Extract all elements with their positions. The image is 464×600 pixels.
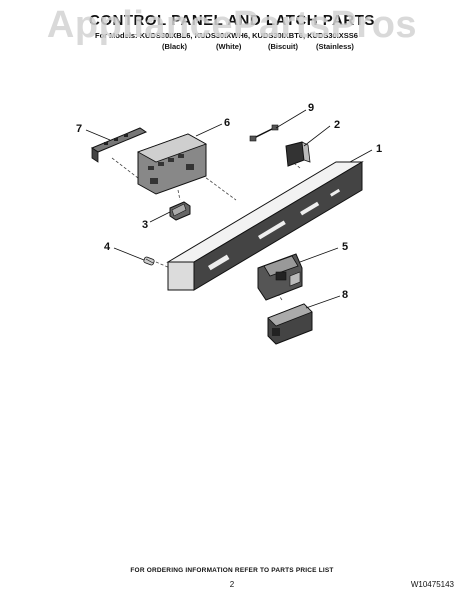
callout-4: 4 (104, 241, 111, 253)
part-ui-board (137, 133, 207, 195)
page-number: 2 (229, 580, 235, 589)
color-label-stainless: (Stainless) (316, 42, 354, 51)
document-number: W10475143 (410, 580, 454, 589)
part-screw (143, 256, 155, 266)
leader-3 (149, 211, 171, 223)
callout-8: 8 (342, 289, 348, 301)
leader-1 (349, 149, 373, 163)
callout-9: 9 (308, 102, 314, 114)
callout-3: 3 (142, 219, 148, 231)
callout-1: 1 (376, 143, 382, 155)
leader-5 (299, 247, 339, 263)
models-line: For Models: KUDS30IXBL6, KUDS30IXWH6, KU… (95, 31, 358, 40)
callout-6: 6 (224, 117, 230, 129)
assembly-line-5 (271, 284, 283, 301)
leader-lines (85, 109, 373, 309)
part-wire-harness (249, 124, 279, 142)
part-bracket (285, 141, 311, 167)
part-clip (169, 201, 191, 221)
part-latch (257, 253, 303, 301)
color-label-white: (White) (216, 42, 242, 51)
part-latch-housing (267, 303, 313, 345)
model-colors: (Black) (White) (Biscuit) (Stainless) (0, 42, 464, 54)
part-control-panel (166, 161, 364, 291)
callout-7: 7 (76, 123, 82, 135)
assembly-line-7 (111, 157, 139, 179)
color-label-biscuit: (Biscuit) (268, 42, 298, 51)
leader-6 (195, 123, 223, 137)
color-label-black: (Black) (162, 42, 188, 51)
watermark: AppliancePartsPros (46, 4, 418, 46)
ordering-note: FOR ORDERING INFORMATION REFER TO PARTS … (130, 567, 334, 574)
part-control-board (90, 127, 148, 163)
callout-5: 5 (342, 241, 348, 253)
leader-8 (305, 295, 341, 309)
leader-2 (303, 125, 331, 147)
leader-4 (113, 247, 145, 261)
assembly-line-3 (177, 189, 181, 201)
callout-2: 2 (334, 119, 340, 131)
page-title: CONTROL PANEL AND LATCH PARTS (89, 12, 375, 29)
leader-7 (85, 129, 111, 141)
leader-9 (275, 109, 307, 129)
